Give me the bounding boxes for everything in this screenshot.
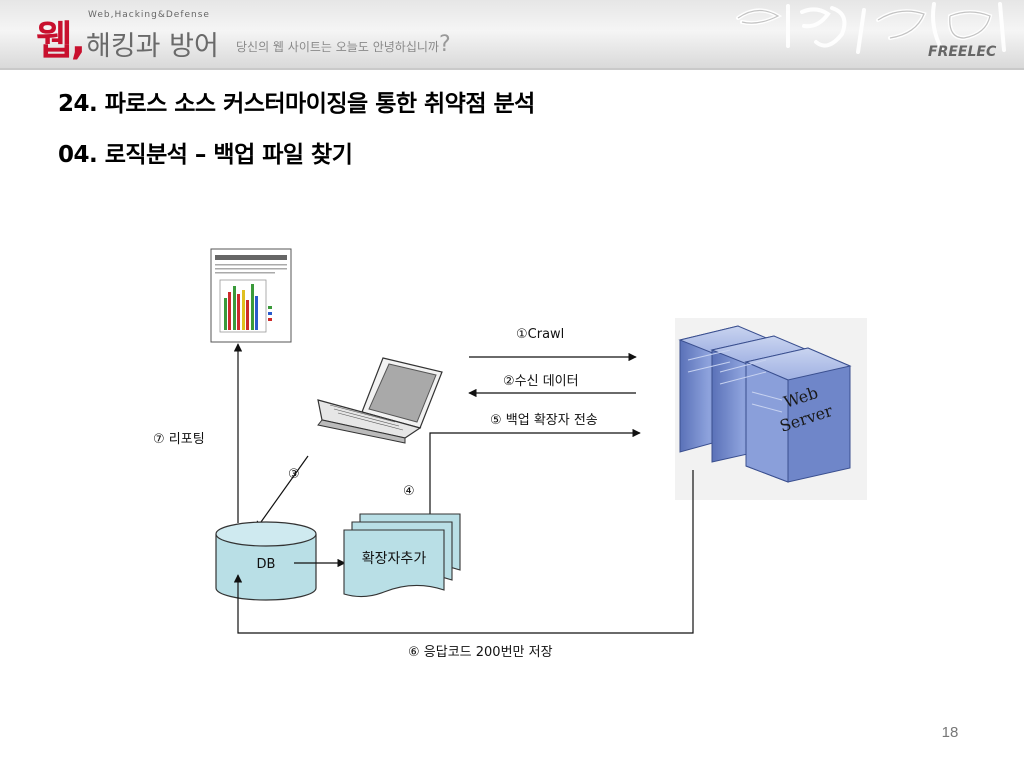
calligraphy-logo [736, 2, 1006, 54]
slide-subtitle: 04. 로직분석 – 백업 파일 찾기 [58, 142, 353, 168]
logo-subtitle: Web,Hacking&Defense [88, 10, 210, 20]
laptop-to-db-arrow [255, 455, 309, 530]
laptop-icon [317, 357, 443, 444]
crawl-label: ①Crawl [516, 327, 564, 342]
ext-docs-label: 확장자추가 [362, 551, 427, 567]
report-label: ⑦ 리포팅 [153, 432, 205, 447]
slide-title: 24. 파로스 소스 커스터마이징을 통한 취약점 분석 [58, 91, 535, 117]
tagline-mark: ? [438, 32, 451, 57]
receive-label: ②수신 데이터 [503, 374, 579, 389]
send-extension-arrow [429, 428, 641, 540]
report-document-icon [210, 248, 292, 343]
tagline-text: 당신의 웹 사이트는 오늘도 안녕하십니까 [236, 40, 439, 54]
tagline: 당신의 웹 사이트는 오늘도 안녕하십니까? [236, 32, 451, 57]
db-label: DB [257, 557, 276, 572]
header-banner: 웹, Web,Hacking&Defense 해킹과 방어 당신의 웹 사이트는… [0, 0, 1024, 70]
logo-title: 해킹과 방어 [86, 31, 219, 62]
extension-documents-icon: 확장자추가 [343, 513, 461, 598]
step3-label: ③ [288, 467, 300, 482]
database-icon: DB [215, 521, 317, 601]
brand-freelec: FREELEC [928, 44, 997, 60]
save-200-arrow [233, 470, 694, 634]
send-extension-label: ⑤ 백업 확장자 전송 [490, 413, 598, 428]
page-number: 18 [941, 724, 959, 741]
web-server-icon: Web Server [675, 318, 867, 500]
save-200-label: ⑥ 응답코드 200번만 저장 [408, 645, 553, 660]
step4-label: ④ [403, 484, 415, 499]
logo-mark: 웹, [36, 18, 86, 64]
